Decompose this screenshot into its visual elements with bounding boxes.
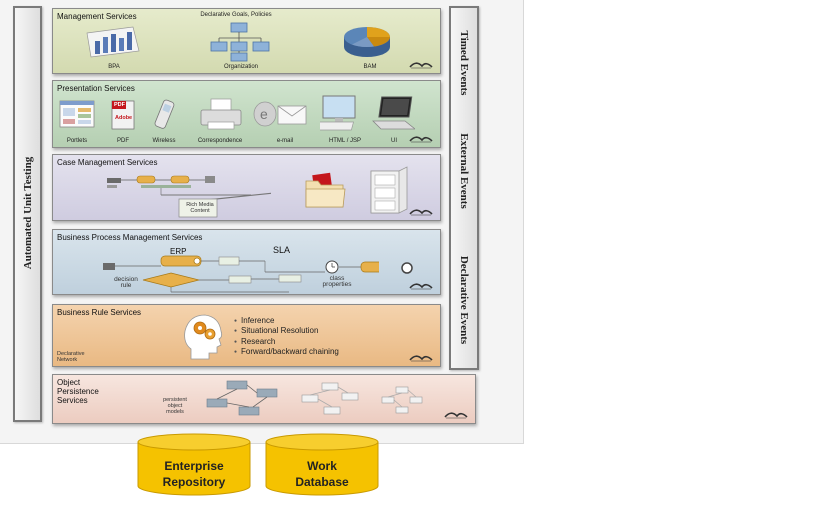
pdf-document-icon xyxy=(111,100,135,130)
layer-title: Case Management Services xyxy=(57,158,158,167)
wireless-caption: Wireless xyxy=(152,138,176,144)
rule-bullet: Inference xyxy=(234,316,274,325)
enterprise-repository-database: Enterprise Repository xyxy=(137,433,251,496)
rule-bullet: Forward/backward chaining xyxy=(234,347,339,356)
portlets-caption: Portlets xyxy=(66,138,88,144)
pega-logo-icon xyxy=(409,283,433,290)
ui-laptop-icon xyxy=(372,96,415,130)
html-jsp-monitor-icon xyxy=(320,95,356,131)
class-properties-label: class properties xyxy=(322,275,352,288)
layer-title: Object Persistence Services xyxy=(57,378,99,405)
automated-unit-testing-label: Automated Unit Testing xyxy=(22,156,34,270)
process-flow-diagram xyxy=(103,255,379,293)
database-cylinder-icon xyxy=(137,433,251,496)
persistent-object-models-label: persistent object models xyxy=(163,397,187,415)
correspondence-printer-icon xyxy=(200,98,242,130)
layer-title: Management Services xyxy=(57,12,137,21)
adobe-label: Adobe xyxy=(115,115,133,121)
case-management-services-layer: Case Management Services Rich Media Cont… xyxy=(52,154,441,221)
management-services-layer: Management Services Declarative Goals, P… xyxy=(52,8,441,74)
architecture-frame xyxy=(0,0,524,444)
object-model-diagram-2 xyxy=(301,382,359,415)
rule-bullet: Research xyxy=(234,337,275,346)
pega-logo-icon xyxy=(409,209,433,216)
object-model-diagram-1 xyxy=(206,380,278,416)
pega-logo-icon xyxy=(409,355,433,362)
declarative-events-label: Declarative Events xyxy=(458,255,470,345)
folder-icon xyxy=(305,172,346,208)
file-cabinet-icon xyxy=(370,166,408,214)
database-cylinder-icon xyxy=(265,433,379,496)
correspondence-caption: Correspondence xyxy=(197,138,243,144)
head-gears-icon xyxy=(184,314,223,360)
pdf-caption: PDF xyxy=(117,138,129,144)
business-rule-services-layer: Business Rule Services Inference Situati… xyxy=(52,304,441,367)
bpa-caption: BPA xyxy=(108,64,120,70)
end-node-icon xyxy=(401,262,413,274)
object-persistence-services-layer: Object Persistence Services persistent o… xyxy=(52,374,476,424)
rule-bullet: Situational Resolution xyxy=(234,326,318,335)
portlets-icon xyxy=(59,100,95,128)
svg-text:e: e xyxy=(260,106,268,122)
pega-logo-icon xyxy=(444,412,468,419)
automated-unit-testing-bar xyxy=(13,6,42,422)
object-model-diagram-3 xyxy=(381,386,423,414)
pdf-badge-label: PDF xyxy=(114,102,125,108)
html-jsp-caption: HTML / JSP xyxy=(328,138,362,144)
pega-logo-icon xyxy=(409,136,433,143)
presentation-services-layer: Presentation Services Portlets PDF Adobe… xyxy=(52,80,441,148)
email-caption: e-mail xyxy=(276,138,294,144)
timed-events-label: Timed Events xyxy=(458,30,470,96)
database-label: Work Database xyxy=(295,459,349,489)
bam-caption: BAM xyxy=(363,64,377,70)
database-label: Enterprise Repository xyxy=(162,459,226,489)
bpa-chart-icon xyxy=(86,26,140,58)
erp-label: ERP xyxy=(170,247,187,256)
sla-label: SLA xyxy=(273,245,291,255)
pega-logo-icon xyxy=(409,62,433,69)
layer-title: Presentation Services xyxy=(57,84,135,93)
declarative-goals-caption: Declarative Goals, Policies xyxy=(200,12,272,18)
ui-caption: UI xyxy=(391,138,397,144)
wireless-phone-icon xyxy=(154,99,175,129)
bpm-services-layer: Business Process Management Services ERP… xyxy=(52,229,441,295)
declarative-network-label: Declarative Network xyxy=(57,351,85,363)
rich-media-content-label: Rich Media Content xyxy=(186,202,214,214)
work-database: Work Database xyxy=(265,433,379,496)
events-bar xyxy=(449,6,479,370)
external-events-label: External Events xyxy=(458,133,470,209)
organization-caption: Organization xyxy=(223,64,259,70)
bam-pie-chart-icon xyxy=(344,27,390,57)
case-flow-diagram xyxy=(107,175,271,218)
organization-chart-icon xyxy=(210,22,270,62)
layer-title: Business Rule Services xyxy=(57,308,142,317)
email-icon: e xyxy=(253,101,307,127)
layer-title: Business Process Management Services xyxy=(57,233,203,242)
decision-rule-label: decision rule xyxy=(114,276,138,289)
